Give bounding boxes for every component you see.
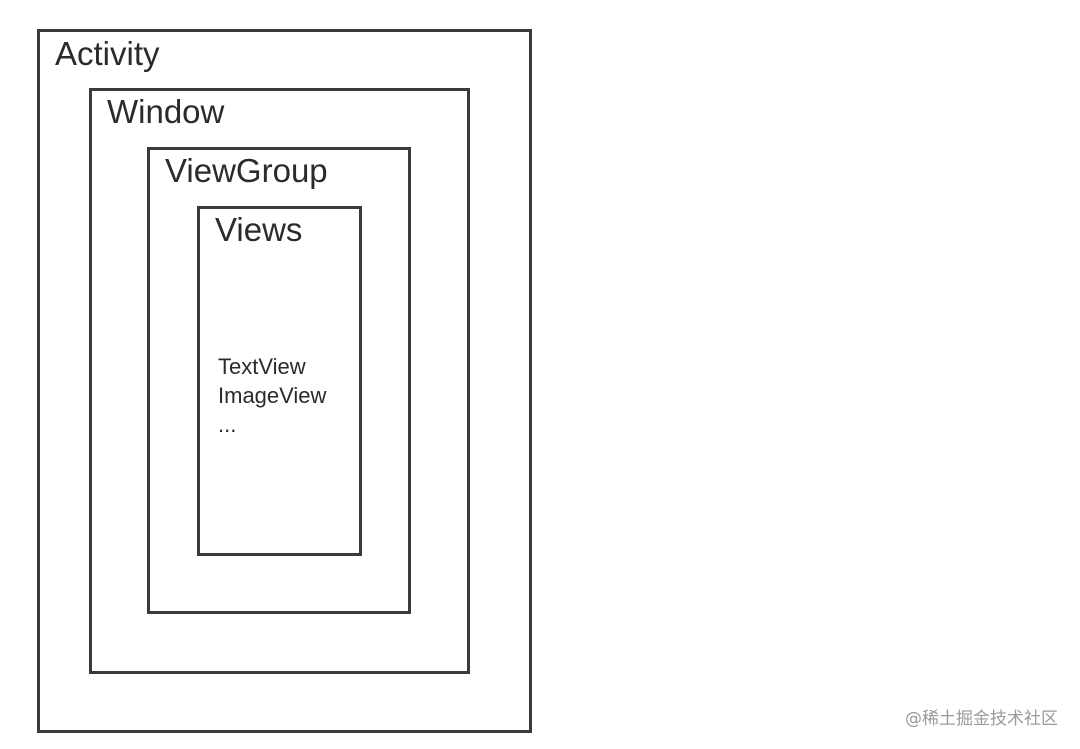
window-box: Window <box>89 88 470 674</box>
activity-label: Activity <box>55 35 160 72</box>
views-list: TextView ImageView ... <box>218 352 326 439</box>
views-label: Views <box>215 211 303 248</box>
viewgroup-label: ViewGroup <box>165 152 328 189</box>
viewgroup-box: ViewGroup <box>147 147 411 614</box>
window-label: Window <box>107 93 225 130</box>
views-box: Views TextView ImageView ... <box>197 206 362 556</box>
activity-box: Activity <box>37 29 532 733</box>
views-list-item-imageview: ImageView <box>218 383 327 408</box>
watermark: @稀土掘金技术社区 <box>905 709 1058 729</box>
views-list-item-textview: TextView <box>218 354 306 379</box>
views-list-item-ellipsis: ... <box>218 412 237 437</box>
